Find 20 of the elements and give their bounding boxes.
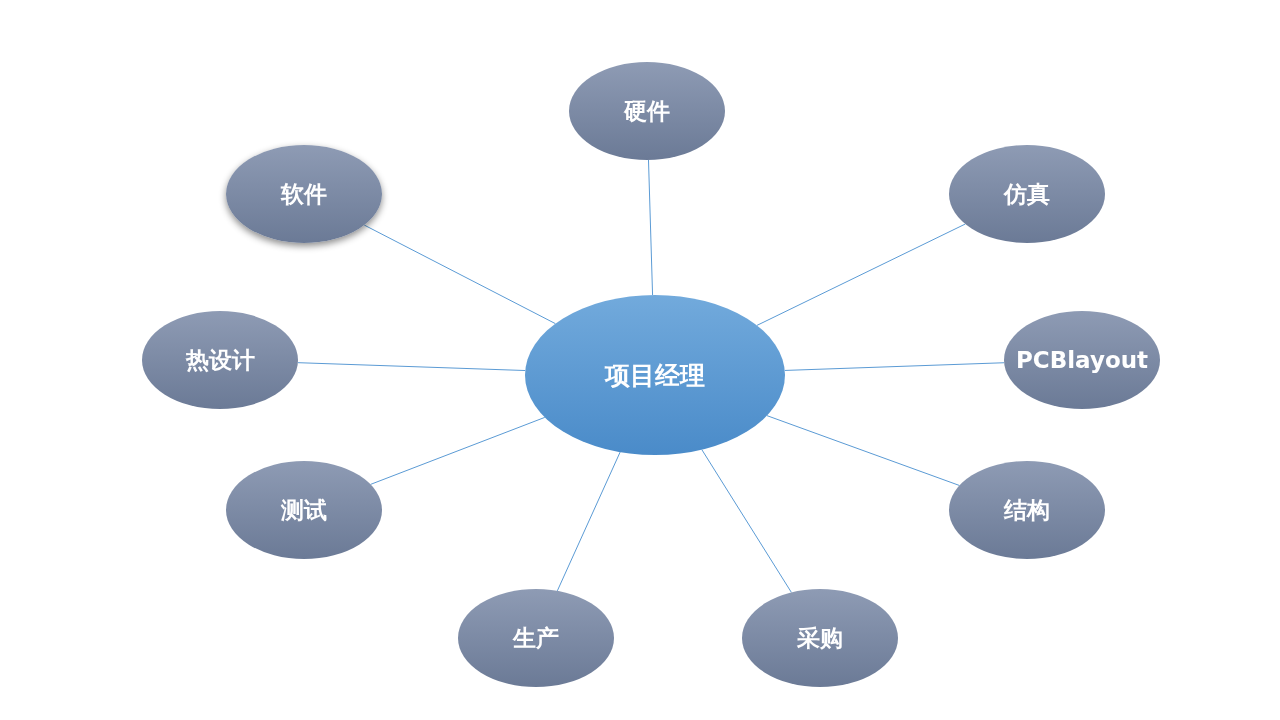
- node-label: 项目经理: [605, 359, 705, 392]
- connector-line: [784, 362, 1005, 371]
- connector-line: [556, 451, 621, 592]
- connector-line: [648, 159, 654, 296]
- node-label: 采购: [797, 623, 843, 653]
- connector-line: [370, 416, 546, 485]
- node-label: 仿真: [1004, 179, 1050, 209]
- node-label: 硬件: [624, 96, 670, 126]
- connector-line: [756, 223, 966, 326]
- node-label: 软件: [281, 179, 327, 209]
- node-label: 结构: [1004, 495, 1050, 525]
- role-ellipse: [226, 145, 382, 243]
- node-label: 热设计: [185, 345, 255, 375]
- connector-line: [701, 449, 792, 593]
- connector-line: [766, 415, 960, 486]
- connector-line: [297, 362, 526, 371]
- connector-line: [363, 224, 556, 325]
- node-label: 生产: [513, 623, 559, 653]
- node-label: PCBlayout: [1015, 347, 1149, 373]
- node-label: 测试: [281, 495, 327, 525]
